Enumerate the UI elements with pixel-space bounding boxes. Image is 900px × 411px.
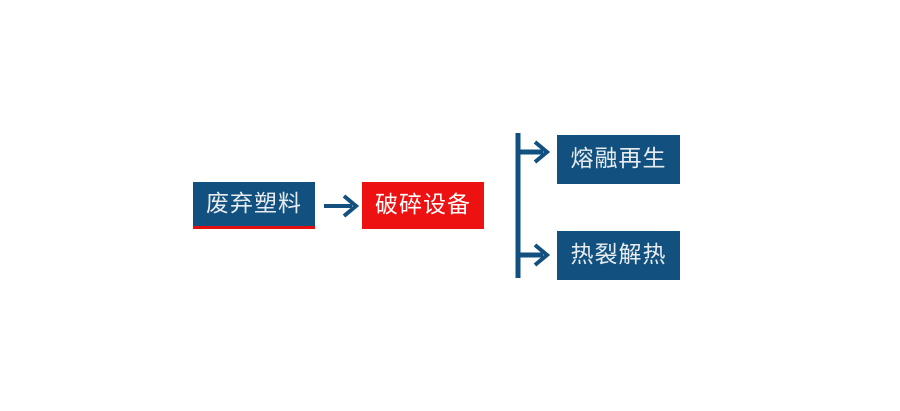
arrow-right-icon <box>322 191 360 221</box>
node-crushing-equipment-label: 破碎设备 <box>375 192 471 218</box>
node-waste-plastic[interactable]: 废弃塑料 <box>193 182 315 229</box>
node-pyrolysis-heat[interactable]: 热裂解热 <box>557 231 680 280</box>
node-waste-plastic-label: 废弃塑料 <box>206 190 302 217</box>
node-crushing-equipment[interactable]: 破碎设备 <box>362 182 484 229</box>
node-melt-regeneration-label: 熔融再生 <box>570 146 667 172</box>
branch-bracket-icon <box>505 125 565 290</box>
node-melt-regeneration[interactable]: 熔融再生 <box>557 135 680 184</box>
node-pyrolysis-heat-label: 热裂解热 <box>570 242 667 268</box>
